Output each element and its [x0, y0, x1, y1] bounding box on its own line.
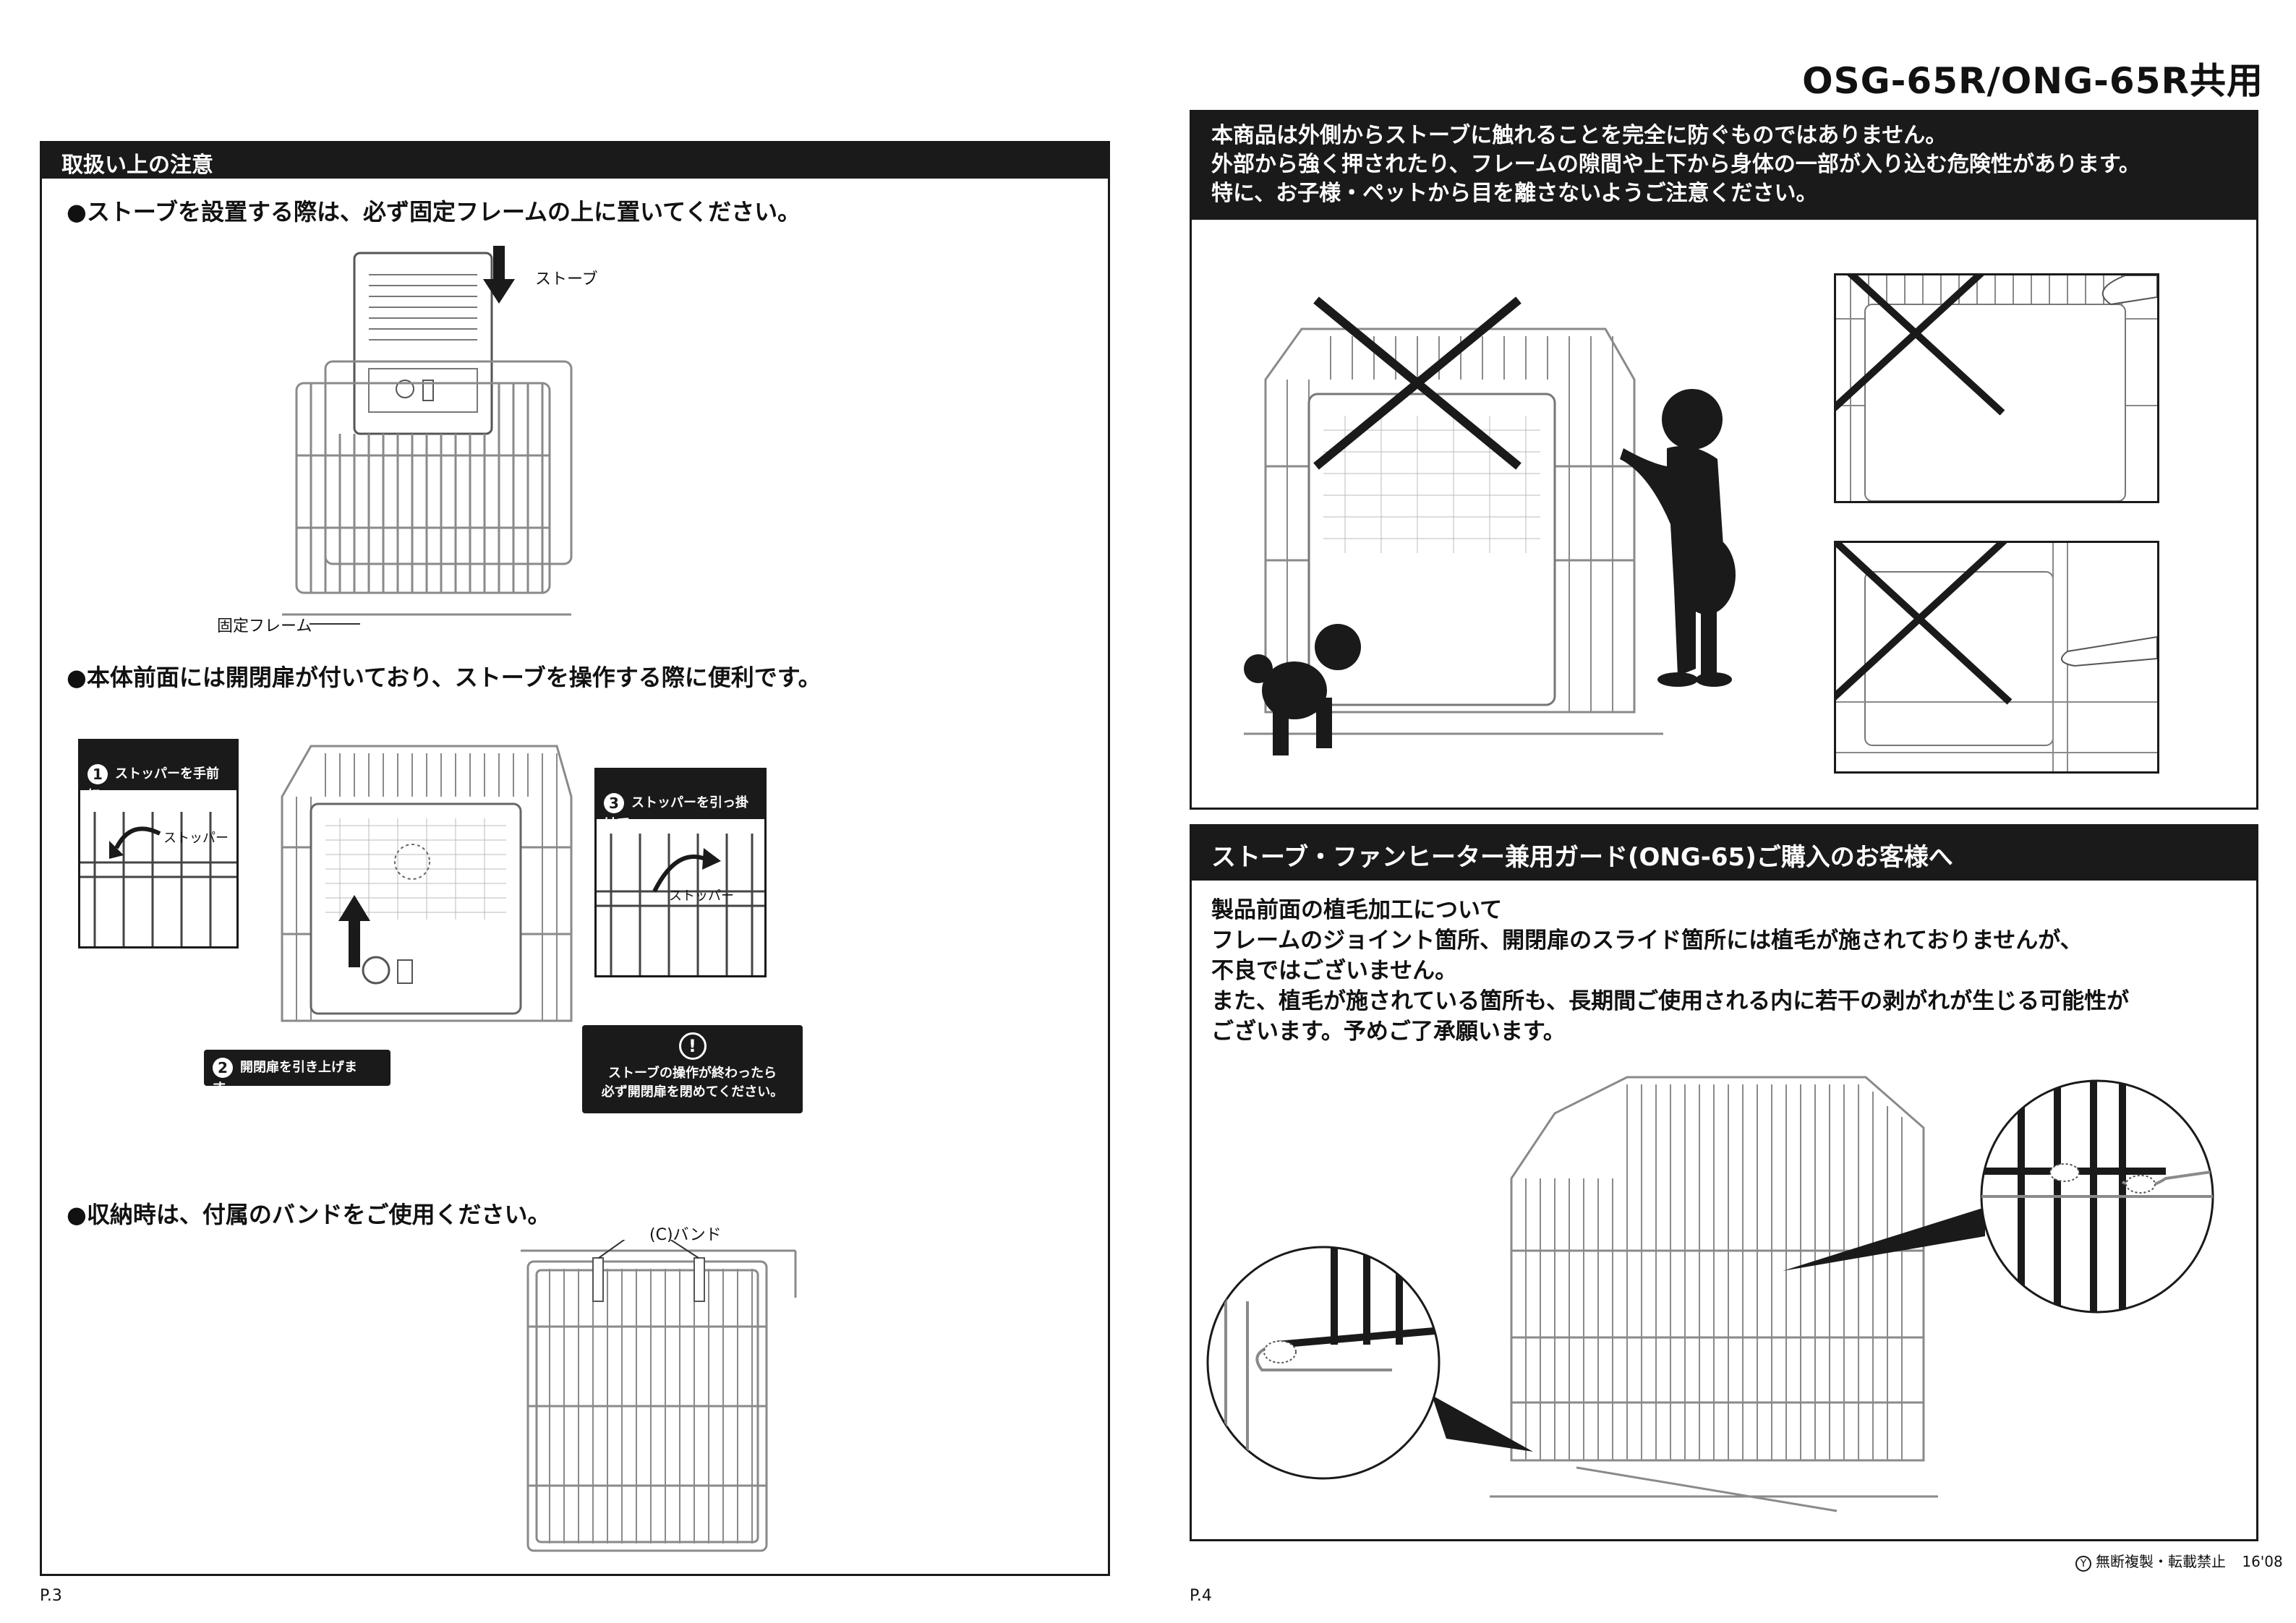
page-number-right: P.4 — [1190, 1587, 1212, 1605]
notice-line-2: フレームのジョイント箇所、開閉扉のスライド箇所には植毛が施されておりませんが、 — [1211, 928, 2083, 954]
warning-bar: 本商品は外側からストーブに触れることを完全に防ぐものではありません。 外部から強… — [1190, 110, 2258, 220]
step-3-detail-illustration — [597, 834, 764, 975]
hand-from-top-hazard-box — [1834, 273, 2159, 503]
step-1-detail-illustration — [80, 812, 236, 946]
exclamation-symbol: ! — [688, 1036, 696, 1056]
door-warning-callout: ! ストーブの操作が終わったら 必ず開閉扉を閉めてください。 — [582, 1025, 803, 1113]
stove-label: ストーブ — [535, 270, 598, 288]
step-3-text: ストッパーを引っ掛けて 固定します。 — [604, 795, 748, 850]
left-section-title: 取扱い上の注意 — [61, 153, 213, 178]
step-2-text: 開閉扉を引き上げます。 — [213, 1060, 357, 1096]
warning-line-3: 特に、お子様・ペットから目を離さないようご注意ください。 — [1211, 181, 1818, 206]
point-1-heading: ●ストーブを設置する際は、必ず固定フレームの上に置いてください。 — [67, 198, 801, 226]
warning-line-2: 外部から強く押されたり、フレームの隙間や上下から身体の一部が入り込む危険性があり… — [1211, 152, 2141, 177]
cross-mark-icon — [1836, 275, 2005, 416]
step-1-text: ストッパーを手前に 引きます。 — [88, 766, 219, 821]
copyright-mark-icon: Y — [2075, 1556, 2091, 1572]
hand-from-bottom-hazard-box — [1834, 541, 2159, 774]
hand-from-bottom-illustration — [1836, 543, 2157, 771]
step-2-number: 2 — [213, 1058, 233, 1078]
step-3-number: 3 — [604, 793, 624, 813]
copyright-footer: Y 無断複製・転載禁止 16'08 — [2075, 1550, 2283, 1572]
door-warning-text: ストーブの操作が終わったら 必ず開閉扉を閉めてください。 — [601, 1066, 784, 1100]
curved-arrow-icon — [652, 855, 707, 893]
notice-line-5: ございます。予めご了承願います。 — [1211, 1019, 1566, 1045]
copyright-text: 無断複製・転載禁止 — [2096, 1553, 2226, 1570]
cross-mark-icon — [1836, 543, 2013, 705]
point-3-heading: ●収納時は、付属のバンドをご使用ください。 — [67, 1201, 551, 1228]
arrow-up-icon — [338, 895, 370, 967]
stove-on-frame-illustration — [282, 252, 573, 616]
notice-text: 製品前面の植毛加工について フレームのジョイント箇所、開閉扉のスライド箇所には植… — [1211, 895, 2129, 1047]
guard-with-door-illustration — [281, 745, 573, 1022]
model-title: OSG-65R/ONG-65R共用 — [1802, 60, 2263, 102]
arrow-down-icon — [483, 246, 515, 304]
frame-leader-line — [310, 623, 360, 625]
point-2-heading: ●本体前面には開閉扉が付いており、ストーブを操作する際に便利です。 — [67, 664, 821, 691]
left-section-bar: 取扱い上の注意 — [40, 141, 1110, 179]
step-1-stopper-label: ストッパー — [163, 831, 229, 846]
dog-silhouette — [1244, 624, 1361, 755]
notice-line-1: 製品前面の植毛加工について — [1211, 897, 1503, 923]
child-and-pet-hazard-illustration — [1244, 296, 1736, 755]
page-number-left: P.3 — [40, 1587, 62, 1605]
fixed-frame-label: 固定フレーム — [217, 617, 312, 635]
guard-overview-illustration — [1490, 1076, 1938, 1512]
curved-arrow-icon — [114, 826, 161, 849]
cross-mark-icon — [1313, 296, 1522, 470]
copyright-mark: Y — [2080, 1558, 2087, 1570]
notice-line-3: 不良ではございません。 — [1211, 958, 1458, 984]
warning-line-1: 本商品は外側からストーブに触れることを完全に防ぐものではありません。 — [1211, 123, 1947, 148]
step-1-number: 1 — [88, 764, 108, 784]
zoom-detail-upper-joint — [1980, 1079, 2214, 1314]
notice-bar-title: ストーブ・ファンヒーター兼用ガード(ONG-65)ご購入のお客様へ — [1211, 843, 1953, 872]
folded-frame-with-band-illustration — [521, 1240, 797, 1552]
child-silhouette — [1620, 389, 1736, 687]
zoom-pointer-left — [1432, 1395, 1533, 1452]
exclamation-icon: ! — [678, 1032, 707, 1060]
band-label: (C)バンド — [649, 1226, 722, 1244]
zoom-detail-lower-joint — [1206, 1246, 1441, 1480]
hand-from-top-illustration — [1836, 275, 2157, 501]
zoom-pointer-right — [1783, 1207, 1985, 1271]
notice-line-4: また、植毛が施されている箇所も、長期間ご使用される内に若干の剥がれが生じる可能性… — [1211, 988, 2130, 1014]
copyright-year: 16'08 — [2242, 1553, 2283, 1570]
step-3-stopper-label: ストッパー — [669, 888, 734, 904]
notice-bar: ストーブ・ファンヒーター兼用ガード(ONG-65)ご購入のお客様へ — [1190, 824, 2258, 881]
